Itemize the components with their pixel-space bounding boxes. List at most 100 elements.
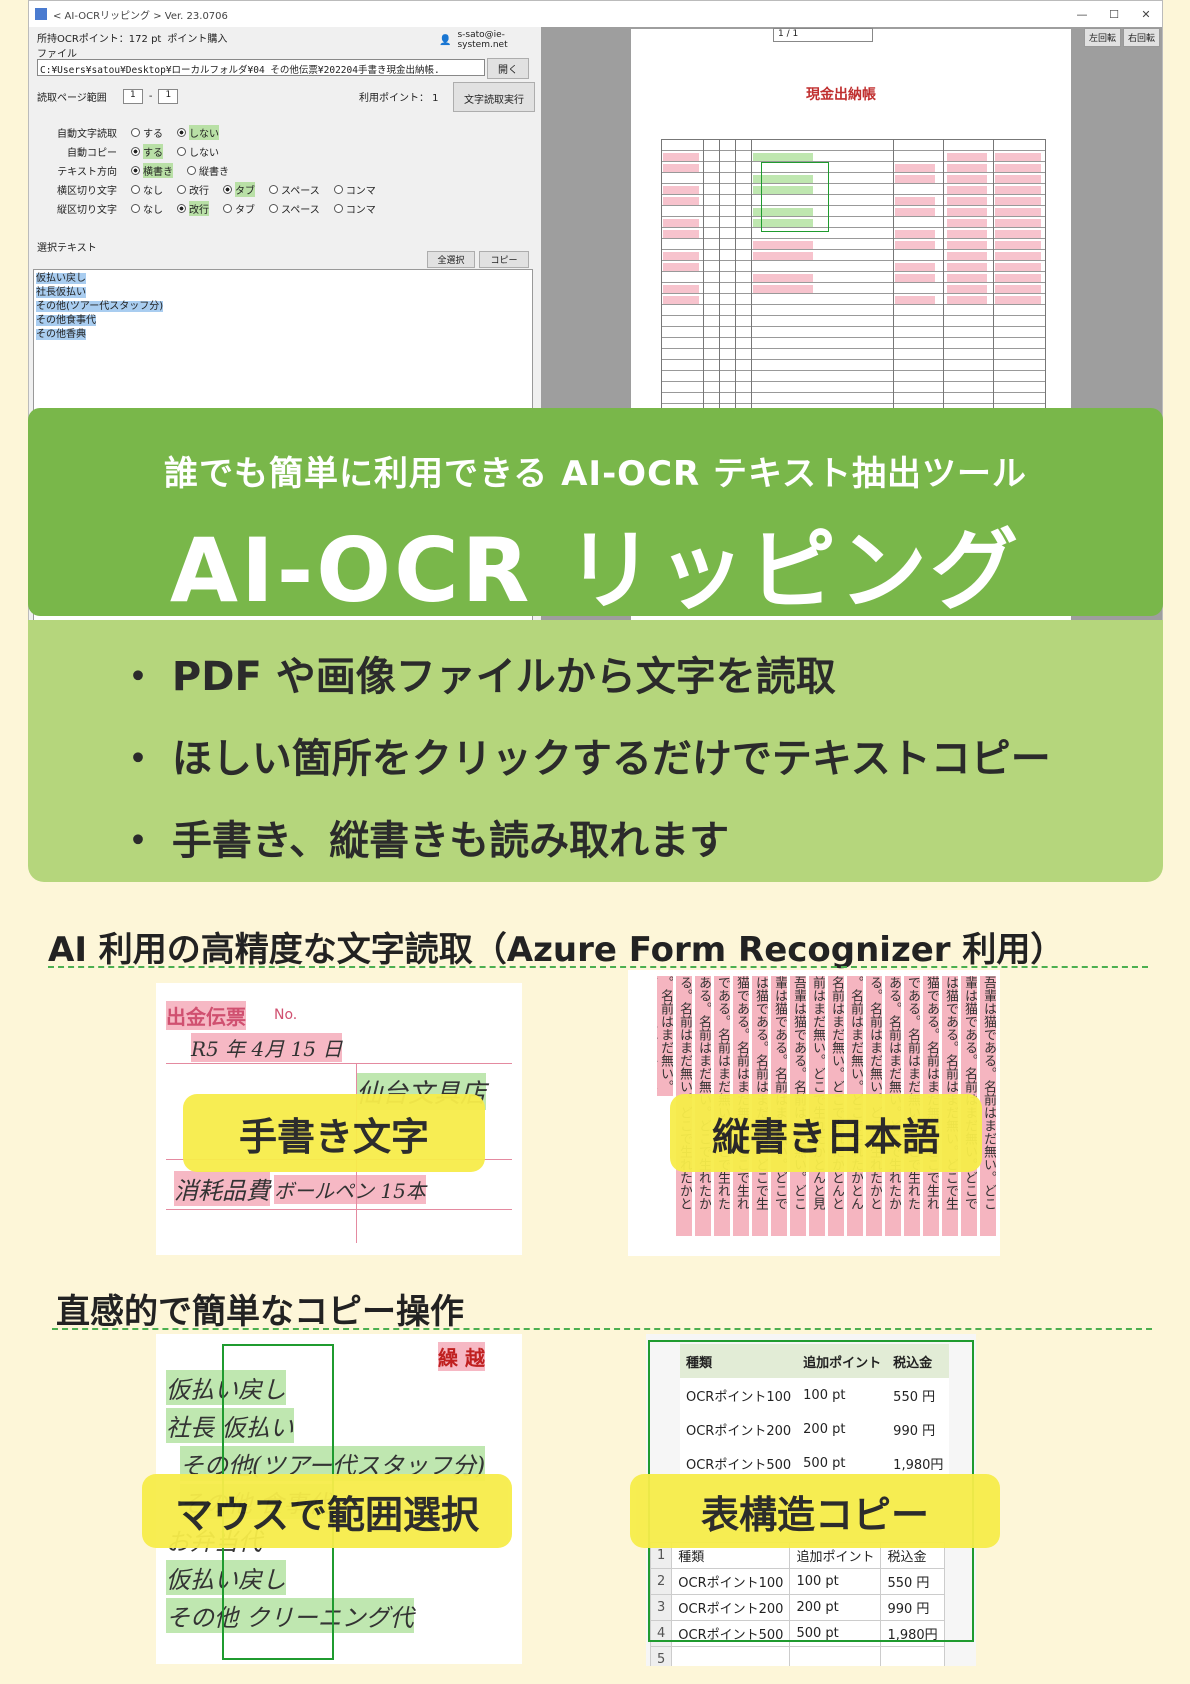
ocr-highlight[interactable] [663, 219, 699, 227]
spreadsheet-cell[interactable] [671, 1646, 791, 1666]
ocr-highlight[interactable] [947, 263, 987, 271]
radio-option[interactable]: なし [131, 201, 163, 216]
ocr-highlight[interactable] [995, 186, 1041, 194]
ocr-highlight[interactable] [947, 153, 987, 161]
ocr-highlight[interactable] [947, 219, 987, 227]
ocr-highlight[interactable] [753, 153, 813, 161]
ocr-highlight[interactable] [995, 252, 1041, 260]
ocr-highlight[interactable] [895, 296, 935, 304]
ocr-highlight[interactable] [753, 175, 813, 183]
ocr-highlight[interactable] [995, 164, 1041, 172]
rotate-left-button[interactable]: 左回転 [1083, 28, 1121, 47]
table-cell[interactable]: 100 pt [797, 1378, 888, 1412]
rotate-right-button[interactable]: 右回転 [1122, 28, 1160, 47]
ocr-highlight[interactable] [995, 175, 1041, 183]
ocr-highlight[interactable] [663, 230, 699, 238]
ocr-highlight[interactable] [895, 230, 935, 238]
radio-option[interactable]: する [131, 125, 163, 140]
ocr-highlight[interactable] [995, 274, 1041, 282]
ocr-highlight[interactable] [995, 296, 1041, 304]
table-cell[interactable]: 550 円 [887, 1378, 950, 1412]
ocr-highlight[interactable] [947, 252, 987, 260]
ocr-highlight[interactable] [753, 274, 813, 282]
radio-option[interactable]: 改行 [177, 201, 209, 216]
ocr-highlight[interactable] [947, 208, 987, 216]
radio-option[interactable]: しない [177, 125, 219, 140]
ocr-highlight[interactable] [895, 263, 935, 271]
spreadsheet-cell[interactable]: 100 pt [789, 1568, 882, 1595]
spreadsheet-cell[interactable]: OCRポイント500 [671, 1620, 791, 1647]
ocr-highlight[interactable] [895, 164, 935, 172]
ocr-highlight[interactable] [995, 219, 1041, 227]
radio-option[interactable]: 縦書き [187, 163, 229, 178]
ocr-highlight[interactable] [995, 230, 1041, 238]
spreadsheet-cell[interactable] [789, 1646, 882, 1666]
table-cell[interactable]: 990 円 [887, 1412, 950, 1446]
ocr-highlight[interactable] [663, 252, 699, 260]
spreadsheet-cell[interactable] [880, 1646, 945, 1666]
radio-option[interactable]: コンマ [333, 201, 376, 216]
buy-points-link[interactable]: ポイント購入 [167, 34, 228, 45]
ocr-highlight[interactable] [753, 208, 813, 216]
ocr-highlight[interactable] [895, 208, 935, 216]
radio-option[interactable]: する [131, 144, 163, 159]
ocr-highlight[interactable] [895, 197, 935, 205]
ocr-highlight[interactable] [995, 263, 1041, 271]
radio-option[interactable]: 改行 [177, 182, 209, 197]
ocr-highlight[interactable] [947, 274, 987, 282]
ocr-highlight[interactable] [947, 230, 987, 238]
ocr-highlight[interactable] [753, 219, 813, 227]
open-button[interactable]: 開く [487, 58, 529, 79]
table-cell[interactable]: OCRポイント100 [680, 1378, 798, 1412]
ocr-highlight[interactable] [995, 153, 1041, 161]
ocr-highlight[interactable] [947, 296, 987, 304]
ocr-highlight[interactable] [663, 164, 699, 172]
ocr-highlight[interactable] [895, 241, 935, 249]
radio-option[interactable]: スペース [269, 182, 320, 197]
spreadsheet-cell[interactable]: 990 円 [880, 1594, 945, 1621]
handwritten-line[interactable]: 社長 仮払い [166, 1408, 294, 1443]
table-cell[interactable]: OCRポイント200 [680, 1412, 798, 1446]
ocr-highlight[interactable] [947, 186, 987, 194]
minimize-button[interactable]: — [1076, 7, 1088, 21]
ocr-highlight[interactable] [947, 241, 987, 249]
page-to-stepper[interactable]: 1 [158, 89, 179, 104]
radio-option[interactable]: なし [131, 182, 163, 197]
radio-option[interactable]: スペース [269, 201, 320, 216]
radio-option[interactable]: タブ [223, 201, 255, 216]
ocr-highlight[interactable] [663, 263, 699, 271]
ocr-highlight[interactable] [995, 241, 1041, 249]
close-button[interactable]: ✕ [1141, 7, 1151, 21]
select-all-button[interactable]: 全選択 [427, 251, 475, 268]
ocr-highlight[interactable] [663, 153, 699, 161]
ocr-highlight[interactable] [663, 296, 699, 304]
ocr-highlight[interactable] [895, 274, 935, 282]
spreadsheet-cell[interactable]: OCRポイント200 [671, 1594, 791, 1621]
file-path-input[interactable]: C:¥Users¥satou¥Desktop¥ローカルフォルダ¥04 その他伝票… [37, 59, 485, 76]
spreadsheet-cell[interactable]: 550 円 [880, 1568, 945, 1595]
run-ocr-button[interactable]: 文字読取実行 [453, 82, 535, 112]
ocr-highlight[interactable] [753, 241, 813, 249]
ocr-highlight[interactable] [753, 186, 813, 194]
selection-rectangle[interactable] [761, 162, 829, 232]
ocr-highlight[interactable] [753, 285, 813, 293]
vertical-text-column[interactable]: 。名前はまだ無い。どこで生れたかとん [657, 976, 673, 1096]
ocr-highlight[interactable] [947, 285, 987, 293]
handwritten-line[interactable]: その他 クリーニング代 [166, 1598, 414, 1633]
ocr-highlight[interactable] [995, 208, 1041, 216]
ocr-highlight[interactable] [995, 197, 1041, 205]
handwritten-line[interactable]: 仮払い戻し [166, 1560, 286, 1595]
page-selector[interactable]: 1 / 1 [773, 28, 873, 42]
ocr-highlight[interactable] [753, 252, 813, 260]
ocr-highlight[interactable] [947, 175, 987, 183]
ocr-highlight[interactable] [947, 164, 987, 172]
ocr-highlight[interactable] [995, 285, 1041, 293]
vertical-text-column[interactable]: 吾輩は猫である。名前はまだ無い。どこ [980, 976, 996, 1236]
radio-option[interactable]: タブ [223, 182, 255, 197]
radio-option[interactable]: しない [177, 144, 219, 159]
copy-button[interactable]: コピー [479, 251, 529, 268]
maximize-button[interactable]: ☐ [1109, 7, 1119, 21]
radio-option[interactable]: コンマ [333, 182, 376, 197]
ocr-highlight[interactable] [895, 175, 935, 183]
ocr-highlight[interactable] [663, 197, 699, 205]
